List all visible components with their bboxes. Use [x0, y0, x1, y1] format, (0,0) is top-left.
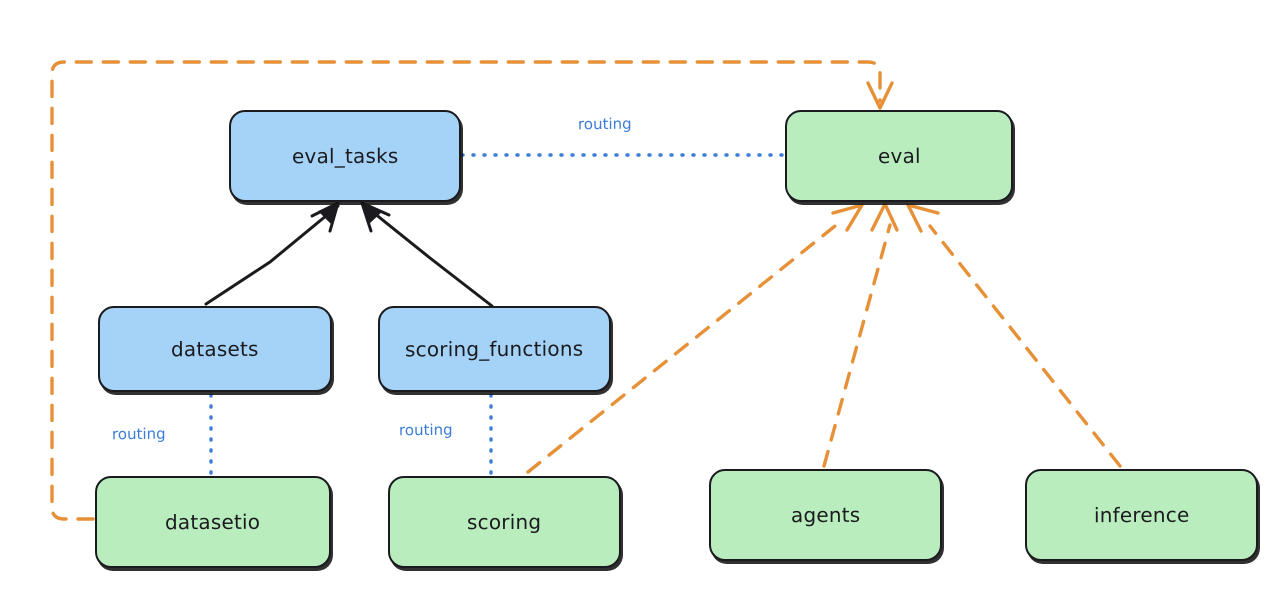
node-label-eval: eval — [877, 143, 921, 169]
edge-datasets-to-eval-tasks — [204, 201, 340, 306]
node-label-scoring_functions: scoring_functions — [405, 336, 584, 362]
node-scoring_functions[interactable]: scoring_functions — [378, 306, 611, 392]
edge-datasetio-to-eval — [50, 60, 894, 521]
node-scoring[interactable]: scoring — [388, 476, 621, 568]
node-inference[interactable]: inference — [1025, 469, 1258, 561]
node-datasets[interactable]: datasets — [98, 306, 332, 392]
node-label-agents: agents — [790, 502, 861, 528]
node-label-scoring: scoring — [467, 509, 542, 535]
edge-agents-to-eval — [822, 202, 899, 468]
edge-inference-to-eval — [906, 203, 1122, 468]
edge-label-routing-datasets-datasetio: routing — [111, 424, 166, 444]
edge-scoring-functions-to-eval-tasks — [360, 201, 494, 308]
edge-label-routing-eval_tasks-eval: routing — [577, 114, 632, 134]
node-eval_tasks[interactable]: eval_tasks — [229, 110, 461, 202]
node-label-eval_tasks: eval_tasks — [291, 143, 399, 169]
node-label-datasetio: datasetio — [165, 509, 261, 535]
node-label-inference: inference — [1093, 502, 1190, 528]
node-eval[interactable]: eval — [785, 110, 1013, 202]
node-label-datasets: datasets — [171, 336, 259, 362]
edge-label-routing-scoringfn-scoring: routing — [398, 420, 453, 440]
node-agents[interactable]: agents — [709, 469, 942, 561]
node-datasetio[interactable]: datasetio — [95, 476, 331, 568]
